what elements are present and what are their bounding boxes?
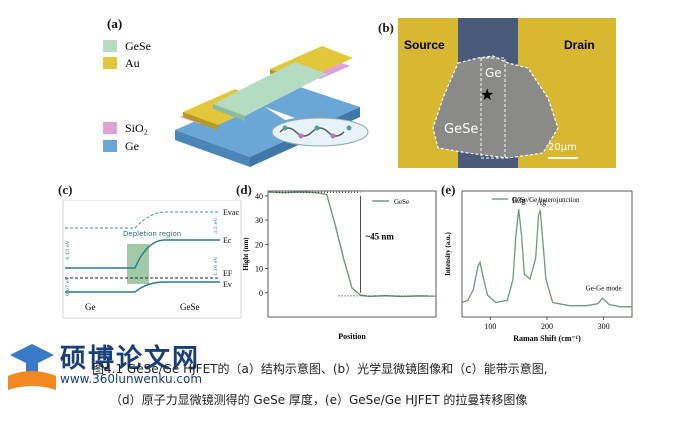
source-label: Source (404, 38, 445, 52)
band-ge-label: Ge (85, 302, 96, 312)
series-line-gese (267, 191, 437, 298)
band-gese-label: GeSe (180, 302, 200, 312)
peak-label-b3g: B3g (512, 196, 525, 205)
height-annotation: ~45 nm (365, 231, 394, 241)
y-tick-label: 20 (255, 240, 263, 249)
graduation-cap-icon (10, 344, 54, 366)
device-drawing (175, 46, 369, 167)
ec-line (65, 239, 220, 269)
ef-label: EF (223, 269, 233, 278)
value-1-16: 1.16 eV (213, 256, 219, 276)
panel-a-label: (a) (107, 16, 122, 31)
watermark-title: 硕博论文网 (60, 344, 201, 374)
figure-caption-line1: 图4.1 GeSe/Ge HJFET的（a）结构示意图、(b）光学显微镜图像和（… (92, 362, 548, 376)
value-0-67: 0.67 eV (65, 276, 71, 296)
ge-label: Ge (485, 66, 502, 80)
legend-label: GeSe/Ge heterojunction (512, 196, 580, 204)
panel-e-label: (e) (441, 182, 456, 197)
legend-swatch-au (103, 57, 117, 69)
ev-label: Ev (223, 280, 232, 289)
y-tick-label: 30 (255, 216, 263, 225)
legend-label-sio2: SiO₂ (125, 121, 148, 135)
evac-line (65, 211, 220, 229)
panel-d-label: (d) (236, 182, 252, 197)
legend-label: GeSe (394, 198, 409, 206)
x-tick-label: 200 (541, 322, 553, 331)
panel-a-schematic: (a) GeSe Au SiO₂ Ge (103, 16, 369, 167)
panel-c-label: (c) (58, 182, 73, 197)
legend-swatch-ge (103, 140, 117, 152)
ec-label: Ec (223, 236, 232, 245)
depletion-region (127, 244, 149, 284)
value-3-2: 3.2 eV (213, 218, 219, 235)
y-tick-label: 40 (255, 192, 263, 201)
star-marker: ★ (480, 85, 494, 104)
legend-label-gese: GeSe (125, 39, 151, 53)
evac-label: Evac (223, 208, 239, 217)
y-axis-label: Hight (nm) (242, 237, 250, 271)
plot-frame (461, 190, 633, 318)
x-axis-label: Position (338, 332, 366, 341)
open-book-icon (8, 371, 56, 390)
legend-swatch-gese (103, 40, 117, 52)
gese-label: GeSe (444, 122, 479, 137)
legend-swatch-sio2 (103, 122, 117, 134)
figure-caption-line2: （d）原子力显微镜测得的 GeSe 厚度，(e）GeSe/Ge HJFET 的拉… (110, 393, 528, 407)
peak-label-ag: Ag (536, 197, 546, 206)
x-axis-label: Raman Shift (cm⁻¹) (513, 334, 581, 343)
peak-label-ge-ge: Ge-Ge mode (586, 284, 622, 292)
ev-line (65, 281, 220, 293)
y-tick-label: 0 (259, 289, 263, 298)
plot-frame (267, 190, 437, 318)
x-tick-label: 100 (484, 322, 496, 331)
panel-c-band-diagram: Evac Ec EF Ev Depletion region Ge GeSe 4… (62, 200, 242, 319)
x-tick-label: 300 (598, 322, 610, 331)
watermark-logo (8, 344, 56, 390)
y-tick-label: 10 (255, 265, 263, 274)
gese-flake (432, 55, 559, 159)
legend-label-au: Au (125, 56, 140, 70)
panel-a-legend: GeSe Au SiO₂ Ge (103, 39, 151, 153)
y-axis-label: Intensity (a.u.) (444, 231, 452, 275)
ge-strip (480, 57, 506, 159)
panel-b-label: (b) (378, 20, 394, 35)
legend-label-ge: Ge (125, 139, 139, 153)
depletion-label: Depletion region (123, 230, 181, 238)
drain-label: Drain (564, 38, 595, 52)
value-4-13: 4.13 eV (65, 240, 71, 260)
scale-label: 20μm (548, 142, 577, 153)
watermark-url: www.360lunwenku.com (60, 372, 203, 386)
series-line-raman (461, 209, 632, 308)
panel-b-micrograph: ★ Source Drain Ge GeSe 20μm (398, 18, 616, 168)
